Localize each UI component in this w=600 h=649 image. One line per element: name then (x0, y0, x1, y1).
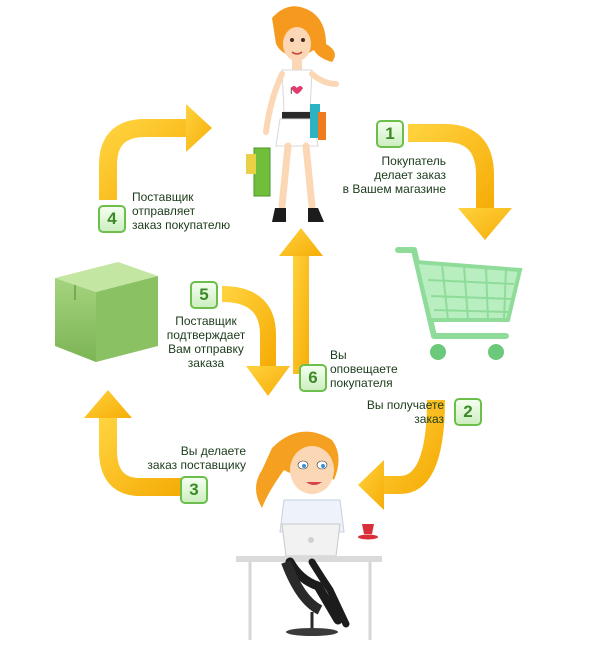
step-label-2: Вы получаете заказ (356, 398, 444, 426)
arrow-seller-to-box (84, 390, 182, 496)
step-6-line: Вы (330, 348, 347, 362)
step-label-6: Вы оповещаете покупателя (330, 348, 398, 390)
arrow-cart-to-seller (358, 399, 445, 510)
step-6-line: покупателя (330, 376, 393, 390)
step-1-line: делает заказ (374, 168, 446, 182)
step-label-4: Поставщик отправляет заказ покупателю (132, 190, 230, 232)
shopping-cart-icon (395, 247, 523, 360)
seller-illustration (236, 431, 382, 640)
step-5-line: заказа (187, 356, 225, 370)
step-label-5: Поставщик подтверждает Вам отправку зака… (156, 314, 256, 370)
step-label-1: Покупатель делает заказ в Вашем магазине (340, 154, 446, 196)
arrow-customer-to-cart (408, 124, 512, 240)
step-badge-2: 2 (454, 398, 482, 426)
parcel-box-icon (55, 262, 158, 362)
step-4-line: заказ покупателю (132, 218, 231, 232)
step-5-line: Поставщик (175, 314, 237, 328)
step-badge-1: 1 (376, 120, 404, 148)
step-label-3: Вы делаете заказ поставщику (130, 444, 246, 472)
arrow-box-to-customer (99, 104, 212, 200)
step-2-line: Вы получаете (366, 398, 444, 412)
step-6-line: оповещаете (330, 362, 398, 376)
step-3-line: заказ поставщику (147, 458, 246, 472)
step-badge-5: 5 (190, 281, 218, 309)
step-1-line: Покупатель (381, 154, 446, 168)
step-5-line: подтверждает (166, 328, 246, 342)
step-4-line: отправляет (132, 204, 196, 218)
step-badge-6: 6 (299, 364, 327, 392)
arrow-notify-customer (279, 228, 323, 374)
step-badge-3: 3 (180, 476, 208, 504)
step-3-line: Вы делаете (180, 444, 246, 458)
svg-text:I: I (290, 86, 293, 96)
step-1-line: в Вашем магазине (342, 182, 446, 196)
step-4-line: Поставщик (132, 190, 194, 204)
step-5-line: Вам отправку (168, 342, 244, 356)
customer-illustration: I (246, 6, 339, 222)
step-2-line: заказ (414, 412, 444, 426)
arrow-supplier-confirm (221, 286, 290, 396)
step-badge-4: 4 (98, 205, 126, 233)
